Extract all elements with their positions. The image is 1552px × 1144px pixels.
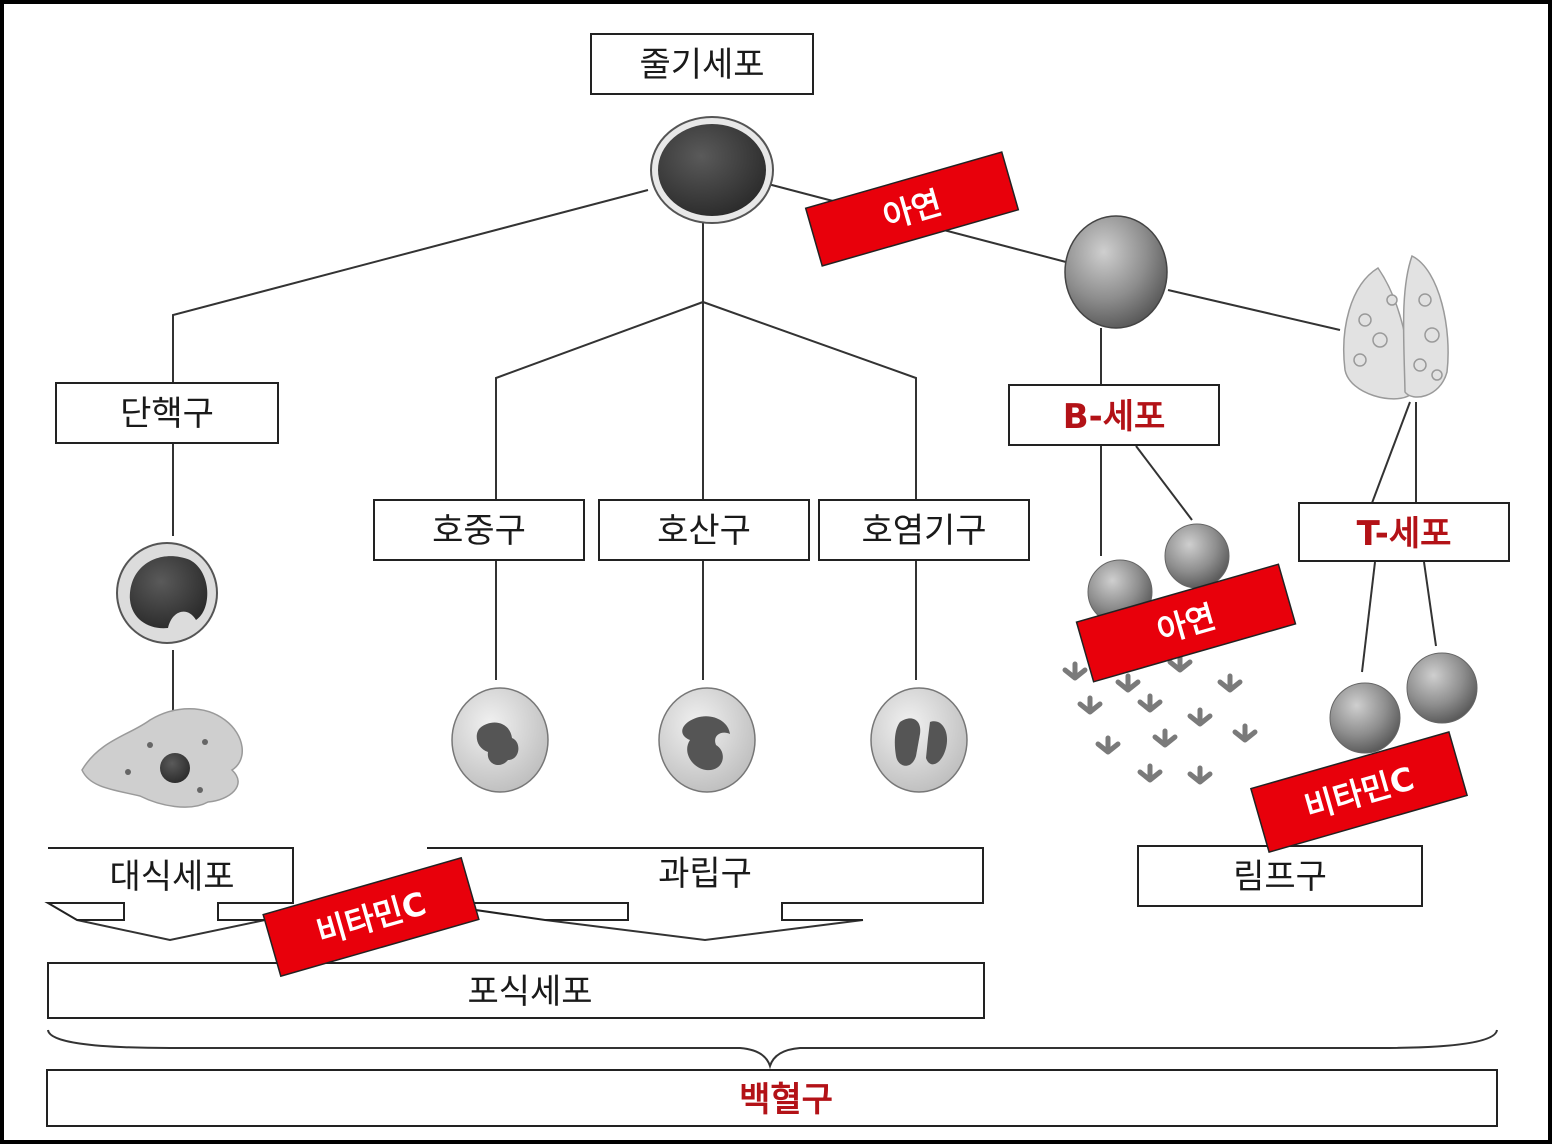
leukocyte-brace [47,1029,1498,1070]
tag-vitc-lymph: 비타민C [1249,730,1469,854]
monocyte-image [116,542,218,644]
node-phagocyte-label: 포식세포 [467,972,592,1012]
node-eosinophil-label: 호산구 [657,511,751,551]
node-tcell: T-세포 [1298,502,1510,562]
connector-lines [172,183,1437,722]
node-bcell-label: B-세포 [1063,397,1166,437]
t-cell-image [1329,652,1478,754]
node-lymphocyte-label: 림프구 [1233,857,1327,897]
node-tcell-label: T-세포 [1357,514,1452,554]
node-neutrophil-label: 호중구 [432,511,526,551]
neutrophil-image [451,687,549,793]
node-leukocyte-label: 백혈구 [739,1080,833,1120]
node-stem: 줄기세포 [590,33,814,95]
thymus-image [1343,254,1449,400]
phagocyte-arrows [76,919,864,942]
node-macrophage: 대식세포 [44,847,294,921]
node-stem-label: 줄기세포 [639,45,764,85]
node-leukocyte: 백혈구 [46,1069,1498,1127]
node-lymphocyte: 림프구 [1137,845,1423,907]
node-monocyte: 단핵구 [55,382,279,444]
node-granulocyte: 과립구 [426,847,984,921]
macrophage-image [81,708,243,808]
node-monocyte-label: 단핵구 [120,394,214,434]
lymphoid-progenitor-image [1064,215,1168,329]
node-macrophage-label: 대식세포 [109,857,234,897]
tag-zinc-top: 아연 [804,151,1020,267]
node-basophil-label: 호염기구 [861,511,986,551]
node-phagocyte: 포식세포 [47,962,985,1019]
antibodies-image [1062,653,1258,785]
tag-zinc-bcell: 아연 [1075,563,1297,683]
node-granulocyte-label: 과립구 [658,854,752,894]
eosinophil-image [658,687,756,793]
node-basophil: 호염기구 [818,499,1030,561]
basophil-image [870,687,968,793]
stem-cell-image [650,116,774,224]
node-bcell: B-세포 [1008,384,1220,446]
node-neutrophil: 호중구 [373,499,585,561]
node-eosinophil: 호산구 [598,499,810,561]
